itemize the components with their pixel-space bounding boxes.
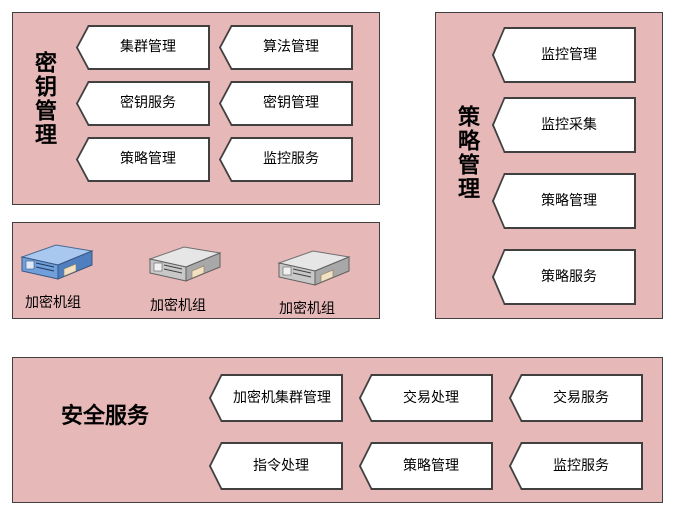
tag-label: 策略管理 [120, 151, 176, 167]
tag-label: 密钥服务 [120, 95, 176, 111]
tag-label: 策略管理 [541, 192, 597, 209]
policy-item-policy-management[interactable]: 策略管理 [492, 173, 636, 229]
security-item-monitor-service[interactable]: 监控服务 [509, 442, 643, 490]
policy-management-panel: 策略管理 监控管理 监控采集 策略管理 策略服务 [435, 12, 663, 319]
key-item-cluster-management[interactable]: 集群管理 [76, 25, 210, 70]
key-item-key-service[interactable]: 密钥服务 [76, 81, 210, 126]
machine-label: 加密机组 [279, 301, 335, 317]
key-management-panel: 密钥管理 集群管理 算法管理 密钥服务 密钥管理 策略管理 监控服务 [12, 12, 380, 205]
key-item-algorithm-management[interactable]: 算法管理 [219, 25, 353, 70]
policy-management-title: 策略管理 [454, 105, 480, 201]
tag-label: 算法管理 [263, 39, 319, 55]
security-item-command-processing[interactable]: 指令处理 [209, 442, 343, 490]
tag-label: 策略管理 [403, 457, 459, 474]
policy-item-monitor-collection[interactable]: 监控采集 [492, 97, 636, 153]
tag-label: 交易处理 [403, 389, 459, 406]
security-item-transaction-service[interactable]: 交易服务 [509, 374, 643, 422]
tag-label: 交易服务 [553, 389, 609, 406]
key-item-monitor-service[interactable]: 监控服务 [219, 137, 353, 182]
server-icon-blue [20, 244, 94, 280]
policy-item-monitor-management[interactable]: 监控管理 [492, 27, 636, 83]
security-service-title: 安全服务 [61, 403, 150, 429]
machine-label: 加密机组 [25, 295, 81, 311]
tag-label: 监控采集 [541, 116, 597, 133]
tag-label: 指令处理 [253, 457, 309, 474]
server-icon-gray [277, 250, 351, 286]
tag-label: 策略服务 [541, 268, 597, 285]
security-item-cluster-management[interactable]: 加密机集群管理 [209, 374, 343, 422]
tag-label: 集群管理 [120, 39, 176, 55]
tag-label: 监控服务 [553, 457, 609, 474]
security-item-transaction-processing[interactable]: 交易处理 [359, 374, 493, 422]
tag-label: 加密机集群管理 [233, 389, 331, 406]
tag-label: 监控管理 [541, 46, 597, 63]
tag-label: 监控服务 [263, 151, 319, 167]
tag-label: 密钥管理 [263, 95, 319, 111]
key-item-key-management[interactable]: 密钥管理 [219, 81, 353, 126]
server-icon-gray [148, 246, 222, 282]
policy-item-policy-service[interactable]: 策略服务 [492, 249, 636, 305]
security-service-panel: 安全服务 加密机集群管理 交易处理 交易服务 指令处理 策略管理 监控服务 [12, 357, 663, 503]
crypto-machine-panel: 加密机组 加密机组 加密机组 [12, 222, 380, 319]
key-item-policy-management[interactable]: 策略管理 [76, 137, 210, 182]
security-item-policy-management[interactable]: 策略管理 [359, 442, 493, 490]
machine-label: 加密机组 [150, 298, 206, 314]
key-management-title: 密钥管理 [31, 51, 57, 147]
